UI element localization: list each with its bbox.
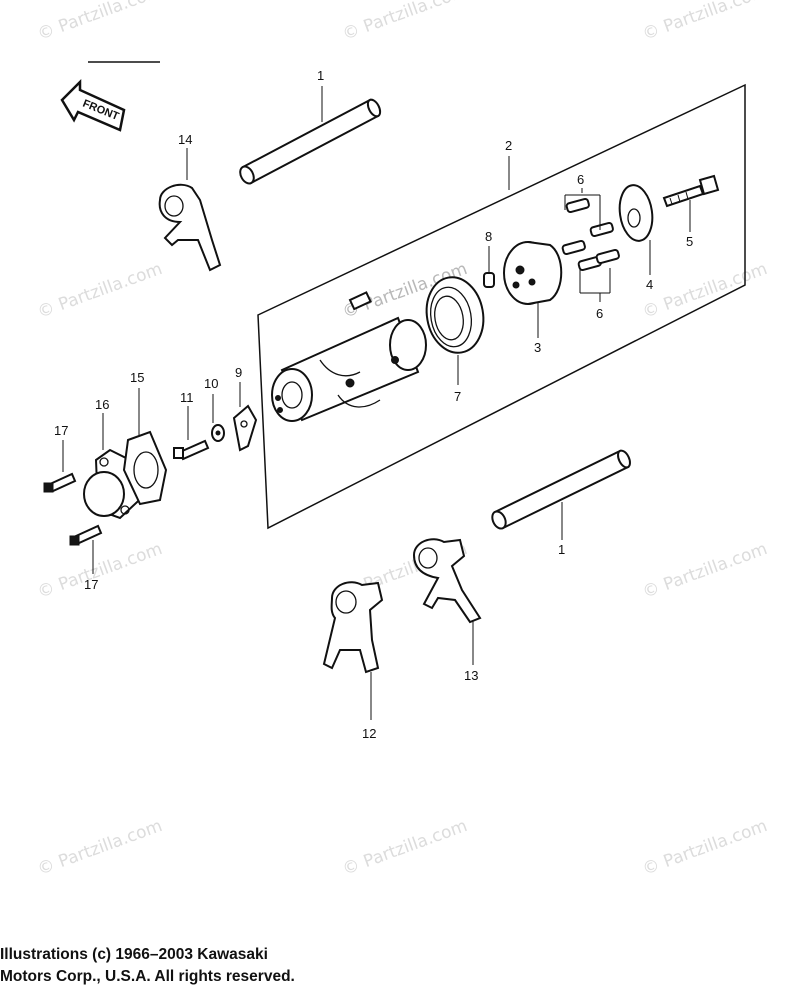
watermark: © Partzilla.com xyxy=(340,0,470,45)
callout-16: 16 xyxy=(95,397,109,412)
gasket-part-15 xyxy=(122,430,168,506)
callout-11: 11 xyxy=(180,390,194,405)
callout-10: 10 xyxy=(204,376,218,391)
callout-17: 17 xyxy=(54,423,68,438)
callout-15: 15 xyxy=(130,370,144,385)
copyright-line-2: Motors Corp., U.S.A. All rights reserved… xyxy=(0,968,295,985)
watermark: © Partzilla.com xyxy=(35,0,165,45)
callout-6: 6 xyxy=(577,172,584,187)
screw-17b xyxy=(69,524,103,546)
shift-fork-14 xyxy=(158,183,222,272)
watermark: © Partzilla.com xyxy=(35,539,165,603)
callout-1: 1 xyxy=(317,68,324,83)
stopper-part-9 xyxy=(232,404,258,452)
front-arrow-icon: FRONT xyxy=(60,61,160,132)
callout-13: 13 xyxy=(464,668,478,683)
watermark: © Partzilla.com xyxy=(340,816,470,880)
bolt-part-11 xyxy=(173,439,210,461)
callouts: 1 1 2 3 4 5 6 6 7 8 9 10 11 12 13 14 15 … xyxy=(54,68,693,741)
drum-cam xyxy=(503,241,563,305)
callout-14: 14 xyxy=(178,132,192,147)
watermark: © Partzilla.com xyxy=(640,0,770,45)
callout-5: 5 xyxy=(686,234,693,249)
watermark: © Partzilla.com xyxy=(35,259,165,323)
pin-part-8 xyxy=(483,272,495,288)
watermark: © Partzilla.com xyxy=(640,259,770,323)
shift-rod-bottom xyxy=(491,449,631,530)
callout-2: 2 xyxy=(505,138,512,153)
callout-1: 1 xyxy=(558,542,565,557)
callout-12: 12 xyxy=(362,726,376,741)
callout-7: 7 xyxy=(454,389,461,404)
copyright-notice: Illustrations (c) 1966–2003 Kawasaki Mot… xyxy=(0,944,560,988)
screw-17a xyxy=(43,472,77,493)
watermark: © Partzilla.com xyxy=(35,816,165,880)
callout-3: 3 xyxy=(534,340,541,355)
shift-drum xyxy=(271,291,427,422)
shift-fork-12 xyxy=(322,581,384,674)
callout-9: 9 xyxy=(235,365,242,380)
bearing xyxy=(425,276,485,354)
bolt-part-5 xyxy=(662,174,720,208)
watermark: © Partzilla.com xyxy=(640,539,770,603)
shift-fork-13 xyxy=(412,538,482,624)
callout-4: 4 xyxy=(646,277,653,292)
drum-plate xyxy=(618,184,654,242)
washer-part-10 xyxy=(211,424,225,442)
callout-8: 8 xyxy=(485,229,492,244)
drum-pins xyxy=(561,197,620,272)
copyright-line-1: Illustrations (c) 1966–2003 Kawasaki xyxy=(0,946,268,963)
watermark: © Partzilla.com xyxy=(640,816,770,880)
callout-6: 6 xyxy=(596,306,603,321)
drum-assembly-frame xyxy=(257,83,746,530)
leader-lines xyxy=(62,86,691,720)
callout-17: 17 xyxy=(84,577,98,592)
shift-rod-top xyxy=(239,98,382,185)
